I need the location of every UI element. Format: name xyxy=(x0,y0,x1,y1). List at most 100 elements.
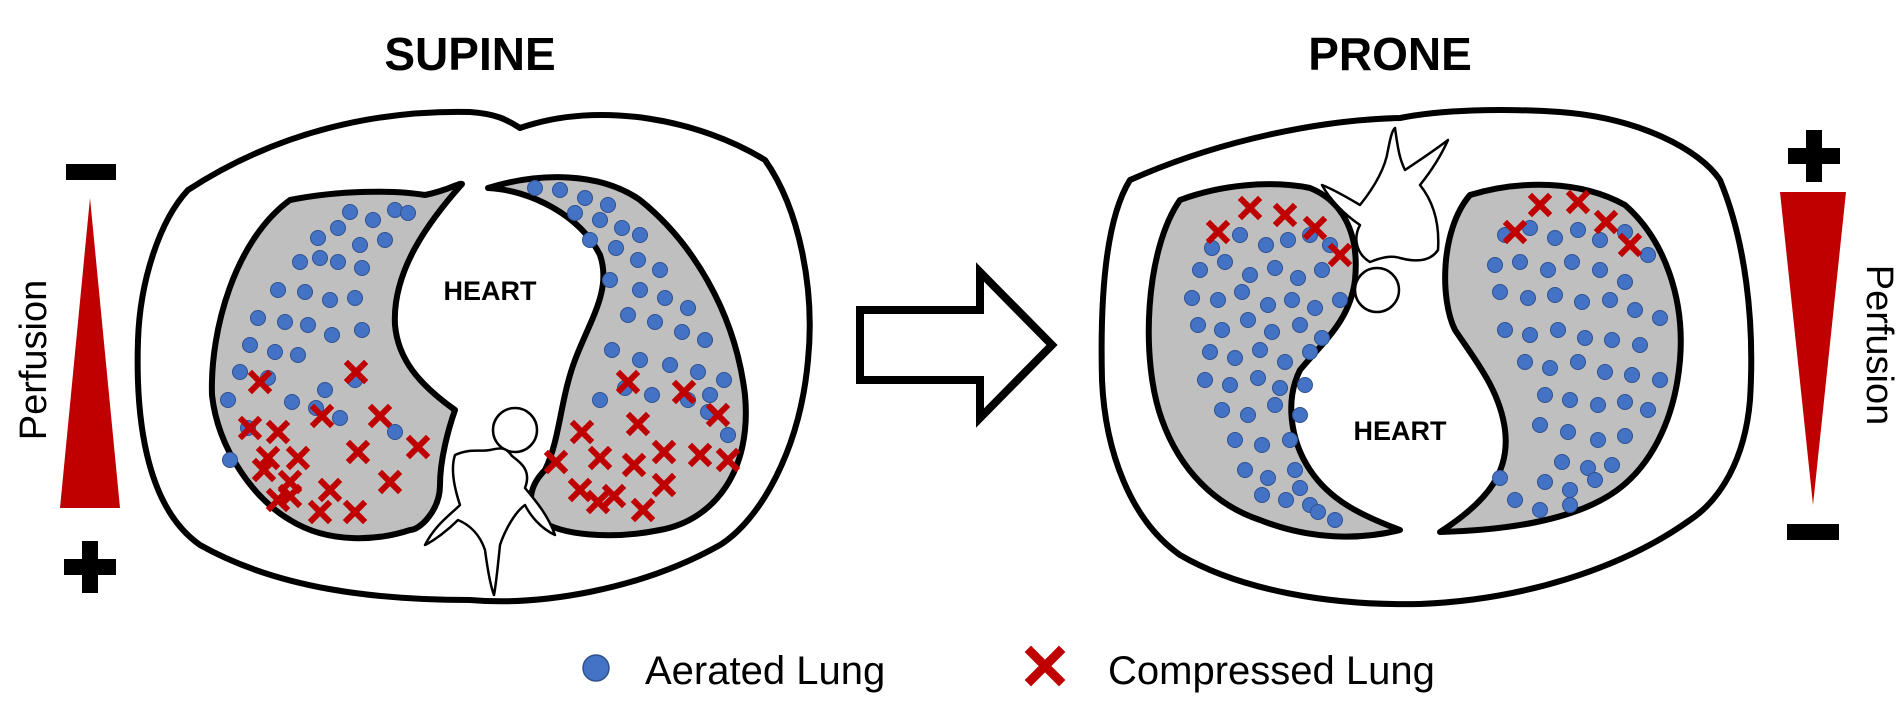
aerated-dot xyxy=(1564,254,1580,270)
aerated-dot xyxy=(674,324,690,340)
compressed-x xyxy=(265,487,291,513)
compressed-x xyxy=(1593,209,1619,235)
compressed-x xyxy=(671,379,697,405)
compressed-x xyxy=(1237,195,1263,221)
compressed-x xyxy=(543,449,569,475)
aerated-dot xyxy=(1570,354,1586,370)
aerated-dot xyxy=(1522,327,1538,343)
aerated-dot xyxy=(1517,354,1533,370)
aerated-dot xyxy=(1640,402,1656,418)
compressed-x xyxy=(687,442,713,468)
compressed-x xyxy=(601,483,627,509)
aerated-dot xyxy=(1302,344,1318,360)
compressed-x xyxy=(1302,215,1328,241)
compressed-x xyxy=(621,452,647,478)
aerated-dot xyxy=(284,394,300,410)
aerated-dot xyxy=(1570,222,1586,238)
supine-compressed-marks xyxy=(237,359,741,525)
aerated-dot xyxy=(630,252,646,268)
compressed-x xyxy=(342,499,368,525)
aerated-dot xyxy=(1214,322,1230,338)
perfusion-wedge-up xyxy=(60,198,120,508)
aerated-dot xyxy=(592,392,608,408)
aerated-dot xyxy=(1292,407,1308,423)
right-arrow-icon xyxy=(856,262,1058,428)
aerated-dot xyxy=(1267,260,1283,276)
compressed-x xyxy=(1205,219,1231,245)
aerated-dot xyxy=(1560,424,1576,440)
aerated-dot xyxy=(657,290,673,306)
aerated-dot xyxy=(1604,332,1620,348)
aerated-dot xyxy=(1237,462,1253,478)
aerated-dot xyxy=(1590,432,1606,448)
aerated-dot xyxy=(1280,232,1296,248)
prone-aorta xyxy=(1353,266,1401,314)
aerated-dot xyxy=(1232,227,1248,243)
compressed-x xyxy=(309,403,335,429)
aerated-dot xyxy=(1537,474,1553,490)
aerated-dot xyxy=(1332,292,1348,308)
aerated-dot xyxy=(354,322,370,338)
aerated-dot xyxy=(608,240,624,256)
aerated-dot xyxy=(1492,470,1508,486)
aerated-dot xyxy=(1217,254,1233,270)
compressed-x xyxy=(585,489,611,515)
aerated-dot xyxy=(332,410,348,426)
compressed-x xyxy=(265,419,291,445)
aerated-dot xyxy=(1554,454,1570,470)
aerated-dot xyxy=(1592,232,1608,248)
aerated-dot xyxy=(1327,512,1343,528)
compressed-x xyxy=(251,457,277,483)
compressed-x xyxy=(307,499,333,525)
prone-panel: PRONE HEART Perfusion xyxy=(1098,28,1900,608)
aerated-dot xyxy=(310,230,326,246)
aerated-dot xyxy=(1512,254,1528,270)
aerated-dot xyxy=(1222,377,1238,393)
legend-aerated-label: Aerated Lung xyxy=(645,649,885,693)
aerated-dot xyxy=(1532,417,1548,433)
aerated-dot xyxy=(1542,360,1558,376)
aerated-dot xyxy=(1507,492,1523,508)
aerated-dot xyxy=(1250,370,1266,386)
perfusion-wedge-down xyxy=(1780,192,1846,505)
supine-heart-label: HEART xyxy=(444,276,538,306)
aerated-dot xyxy=(1532,502,1548,518)
compressed-x xyxy=(1617,232,1643,258)
aerated-dot xyxy=(662,357,678,373)
aerated-dot xyxy=(1210,292,1226,308)
aerated-dot xyxy=(632,282,648,298)
aerated-dot xyxy=(1314,262,1330,278)
aerated-dot xyxy=(1562,392,1578,408)
aerated-dot xyxy=(1577,330,1593,346)
aerated-dot xyxy=(297,284,313,300)
supine-title: SUPINE xyxy=(384,28,555,80)
aerated-dot xyxy=(1260,297,1276,313)
aerated-dot xyxy=(1260,470,1276,486)
aerated-dot xyxy=(1487,257,1503,273)
compressed-x xyxy=(377,469,403,495)
aerated-dot xyxy=(270,282,286,298)
aerated-dot xyxy=(1227,432,1243,448)
aerated-dot xyxy=(690,364,706,380)
aerated-dot xyxy=(1592,262,1608,278)
aerated-dot xyxy=(1252,342,1268,358)
aerated-dot xyxy=(300,317,316,333)
aerated-dot xyxy=(317,382,333,398)
aerated-dot xyxy=(620,307,636,323)
aerated-dot xyxy=(387,424,403,440)
aerated-dot xyxy=(1602,292,1618,308)
prone-perfusion-scale: Perfusion xyxy=(1780,130,1900,540)
aerated-dot xyxy=(365,212,381,228)
prone-heart-label: HEART xyxy=(1354,416,1448,446)
aerated-dot xyxy=(1520,290,1536,306)
aerated-dot xyxy=(277,314,293,330)
aerated-dot xyxy=(1254,437,1270,453)
compressed-x xyxy=(343,359,369,385)
compressed-x xyxy=(651,439,677,465)
compressed-x xyxy=(317,477,343,503)
aerated-dot xyxy=(322,292,338,308)
supine-perfusion-label: Perfusion xyxy=(13,280,55,441)
compressed-x xyxy=(705,402,731,428)
aerated-dot xyxy=(1617,428,1633,444)
legend-compressed-label: Compressed Lung xyxy=(1108,649,1435,693)
